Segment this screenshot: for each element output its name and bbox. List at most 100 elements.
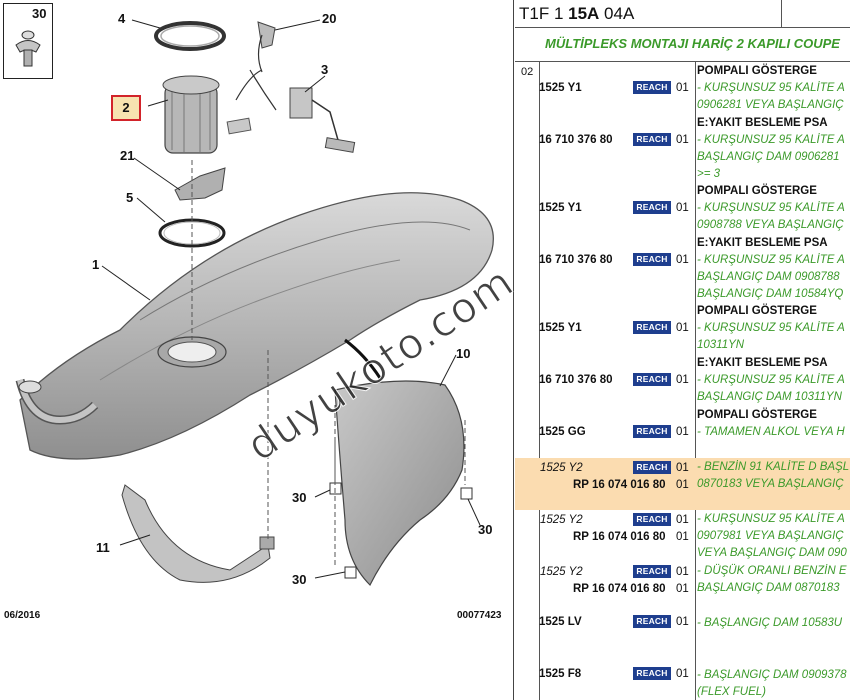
quantity: 01: [676, 322, 689, 334]
part-description-line: - BENZİN 91 KALİTE D BAŞL: [697, 461, 850, 473]
part-number[interactable]: 1525 Y1: [539, 202, 582, 214]
callout-30-bottom[interactable]: 30: [292, 572, 307, 587]
part-description-line: BAŞLANGIÇ DAM 0908788: [697, 271, 840, 283]
reach-badge: REACH: [633, 201, 671, 214]
lock-ring: [154, 21, 226, 51]
part-number[interactable]: 16 710 376 80: [539, 134, 613, 146]
tank-strap: [121, 484, 271, 583]
part-description-line: (FLEX FUEL): [697, 686, 767, 698]
reach-badge: REACH: [633, 253, 671, 266]
part-number[interactable]: 1525 Y2: [540, 566, 583, 578]
quantity: 01: [676, 426, 689, 438]
callout-30-right[interactable]: 30: [478, 522, 493, 537]
quantity: 01: [676, 566, 689, 578]
fuel-tank-illustration: [15, 19, 494, 587]
parts-list-header: T1F 1 15A 04A: [515, 0, 850, 28]
callout-1[interactable]: 1: [92, 257, 100, 272]
callout-5[interactable]: 5: [126, 190, 134, 205]
alt-part-number[interactable]: RP 16 074 016 80: [573, 531, 666, 543]
part-number[interactable]: 1525 LV: [539, 616, 582, 628]
reach-badge: REACH: [633, 373, 671, 386]
part-description-line: 0908788 VEYA BAŞLANGIÇ: [697, 219, 844, 231]
part-description-line: - TAMAMEN ALKOL VEYA H: [697, 426, 845, 438]
clip-30-bottom: [344, 566, 357, 579]
quantity: 01: [676, 254, 689, 266]
part-description-line: - KURŞUNSUZ 95 KALİTE A: [697, 202, 845, 214]
alt-part-number[interactable]: RP 16 074 016 80: [573, 479, 666, 491]
reach-badge: REACH: [633, 81, 671, 94]
part-description-title: E:YAKIT BESLEME PSA: [697, 237, 828, 249]
clip-30-right: [460, 487, 473, 500]
callout-30-mid[interactable]: 30: [292, 490, 307, 505]
reach-badge: REACH: [633, 133, 671, 146]
alt-quantity: 01: [676, 583, 689, 595]
callout-4[interactable]: 4: [118, 11, 126, 26]
table-row[interactable]: 1525 GG REACH 01 POMPALI GÖSTERGE - TAMAMEN …: [515, 406, 850, 458]
part-description-line: BAŞLANGIÇ DAM 0906281: [697, 151, 840, 163]
part-number[interactable]: 16 710 376 80: [539, 374, 613, 386]
header-code-1: T1F 1: [519, 4, 569, 23]
quantity: 01: [676, 134, 689, 146]
part-description-line: 0870183 VEYA BAŞLANGIÇ: [697, 478, 844, 490]
part-description-line: - KURŞUNSUZ 95 KALİTE A: [697, 322, 845, 334]
part-description-line: 0907981 VEYA BAŞLANGIÇ: [697, 530, 844, 542]
part-description-line: 0906281 VEYA BAŞLANGIÇ: [697, 99, 844, 111]
exploded-diagram-panel: 30 4 20 2 3 21 5 1 10 30 30 11 30 06/201…: [3, 0, 514, 700]
reach-badge: REACH: [633, 615, 671, 628]
quantity: 01: [676, 514, 689, 526]
table-row[interactable]: 1525 Y2 REACH 01 RP 16 074 016 80 01 - DÜŞÜK …: [515, 562, 850, 614]
diagram-date: 06/2016: [4, 610, 41, 621]
callout-30-top[interactable]: 30: [32, 6, 47, 21]
callout-11[interactable]: 11: [96, 540, 110, 555]
part-description-title: E:YAKIT BESLEME PSA: [697, 357, 828, 369]
reach-badge: REACH: [633, 425, 671, 438]
callout-2-selected[interactable]: 2: [111, 95, 141, 121]
group-number: 02: [521, 66, 534, 78]
part-description-line: - BAŞLANGIÇ DAM 10583U: [697, 617, 843, 629]
part-number[interactable]: 1525 GG: [539, 426, 586, 438]
part-number[interactable]: 1525 Y1: [539, 82, 582, 94]
connector: [257, 21, 276, 49]
header-code-2: 15A: [568, 4, 600, 23]
part-number[interactable]: 1525 Y2: [540, 462, 583, 474]
reach-badge: REACH: [633, 513, 671, 526]
reach-badge: REACH: [633, 565, 671, 578]
callout-3[interactable]: 3: [321, 62, 329, 77]
part-number[interactable]: 1525 Y1: [539, 322, 582, 334]
part-description-line: BAŞLANGIÇ DAM 10584YQ: [697, 288, 844, 300]
parts-list-subheader: MÜLTİPLEKS MONTAJI HARİÇ 2 KAPILI COUPE: [515, 28, 850, 62]
callout-20[interactable]: 20: [322, 11, 337, 26]
part-description-title: POMPALI GÖSTERGE: [697, 409, 817, 421]
level-sensor: [289, 87, 313, 119]
callout-21[interactable]: 21: [120, 148, 135, 163]
alt-part-number[interactable]: RP 16 074 016 80: [573, 583, 666, 595]
reference-box: 30: [3, 3, 53, 79]
part-description-line: >= 3: [697, 168, 721, 180]
part-number[interactable]: 1525 Y2: [540, 514, 583, 526]
quantity: 01: [676, 202, 689, 214]
part-description-line: VEYA BAŞLANGIÇ DAM 090: [697, 547, 847, 559]
part-description-title: POMPALI GÖSTERGE: [697, 65, 817, 77]
reach-badge: REACH: [633, 461, 671, 474]
callout-10[interactable]: 10: [456, 346, 471, 361]
part-description-line: 10311YN: [697, 339, 745, 351]
alt-quantity: 01: [676, 531, 689, 543]
part-number[interactable]: 16 710 376 80: [539, 254, 613, 266]
part-description-line: - KURŞUNSUZ 95 KALİTE A: [697, 82, 845, 94]
alt-quantity: 01: [676, 479, 689, 491]
header-code-3: 04A: [599, 4, 635, 23]
part-number[interactable]: 1525 F8: [539, 668, 582, 680]
part-description-line: BAŞLANGIÇ DAM 10311YN: [697, 391, 842, 403]
part-description-line: - DÜŞÜK ORANLI BENZİN E: [697, 565, 847, 577]
quantity: 01: [676, 374, 689, 386]
